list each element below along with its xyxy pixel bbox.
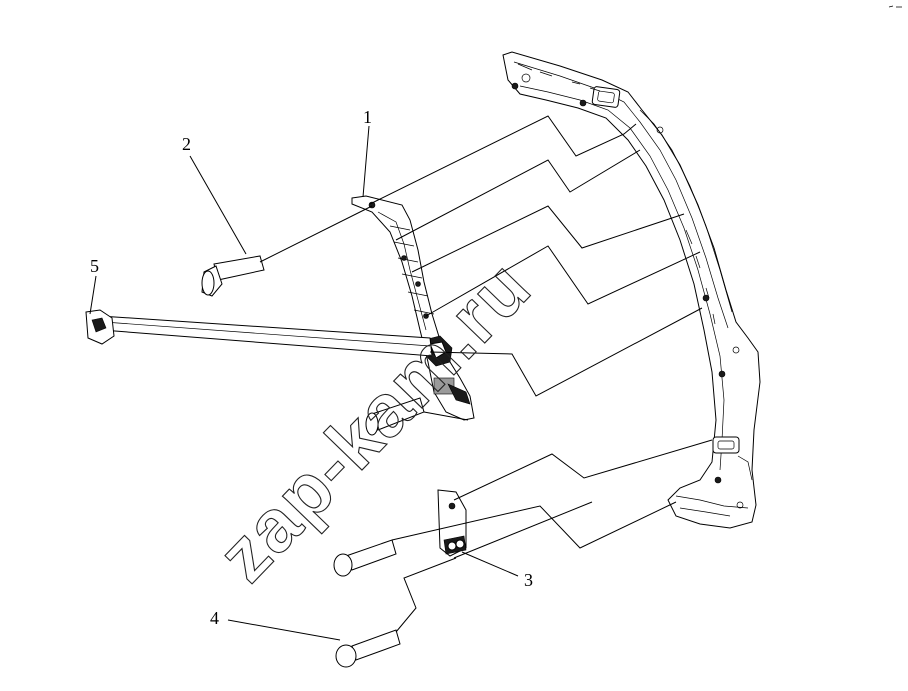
assembly-lines	[259, 115, 713, 633]
lower-screw	[333, 539, 397, 577]
part-5-rod	[85, 309, 433, 357]
callout-5: 5	[90, 256, 99, 276]
part-4-screw	[335, 629, 401, 668]
watermark: zap-kam.ru	[202, 244, 547, 597]
part-1-pillar-trim	[351, 195, 475, 421]
callout-3: 3	[524, 570, 533, 590]
body-frame	[502, 51, 761, 529]
leader-lines	[89, 125, 519, 641]
callout-1: 1	[363, 107, 372, 127]
callout-4: 4	[210, 608, 219, 628]
corner-mark	[888, 5, 902, 8]
callout-2: 2	[182, 134, 191, 154]
part-3-lower-trim	[437, 489, 467, 557]
part-2-screw	[201, 255, 265, 297]
middle-screw	[365, 397, 425, 436]
